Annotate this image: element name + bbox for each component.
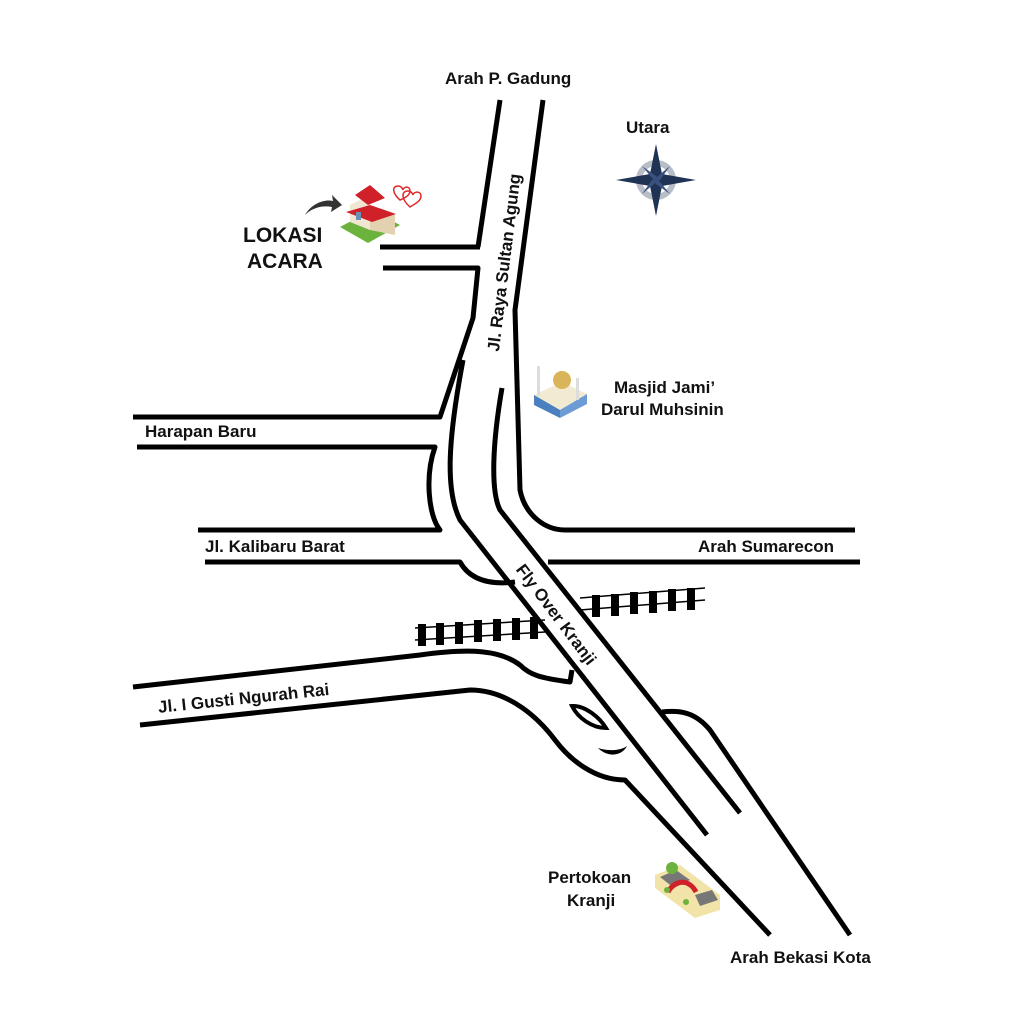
hearts-icon	[393, 185, 422, 208]
shop-icon	[655, 862, 720, 918]
label-shops-line2: Kranji	[567, 891, 616, 910]
compass-icon	[616, 144, 696, 216]
flyover-left-edge	[447, 359, 709, 837]
arrow-icon	[305, 195, 342, 215]
venue-road-bottom	[133, 265, 481, 420]
flyover-right-edge	[491, 387, 742, 815]
main-road-right-edge	[512, 99, 855, 533]
label-mosque-line1: Masjid Jami’	[614, 378, 716, 397]
main-road-left-edge	[475, 99, 503, 248]
label-north-direction: Arah P. Gadung	[445, 69, 572, 88]
label-mosque-line2: Darul Muhsinin	[601, 400, 724, 419]
gusti-top	[132, 648, 575, 690]
bekasi-right-edge	[661, 708, 853, 937]
gusti-bottom	[139, 687, 772, 937]
label-harapan-baru: Harapan Baru	[145, 422, 257, 441]
harapan-baru-bottom	[137, 444, 443, 533]
house-icon	[340, 185, 400, 243]
mosque-icon	[534, 366, 587, 418]
kalibaru-bottom	[205, 559, 516, 586]
traffic-island	[568, 703, 610, 731]
label-shops-line1: Pertokoan	[548, 868, 632, 887]
label-compass: Utara	[626, 118, 670, 137]
label-kalibaru: Jl. Kalibaru Barat	[205, 537, 345, 556]
traffic-island-small	[598, 746, 627, 755]
railway-icon	[414, 587, 706, 646]
label-venue-line2: ACARA	[247, 250, 323, 273]
label-sumarecon: Arah Sumarecon	[698, 537, 835, 556]
label-south-direction: Arah Bekasi Kota	[730, 948, 871, 967]
label-venue-line1: LOKASI	[243, 224, 323, 247]
